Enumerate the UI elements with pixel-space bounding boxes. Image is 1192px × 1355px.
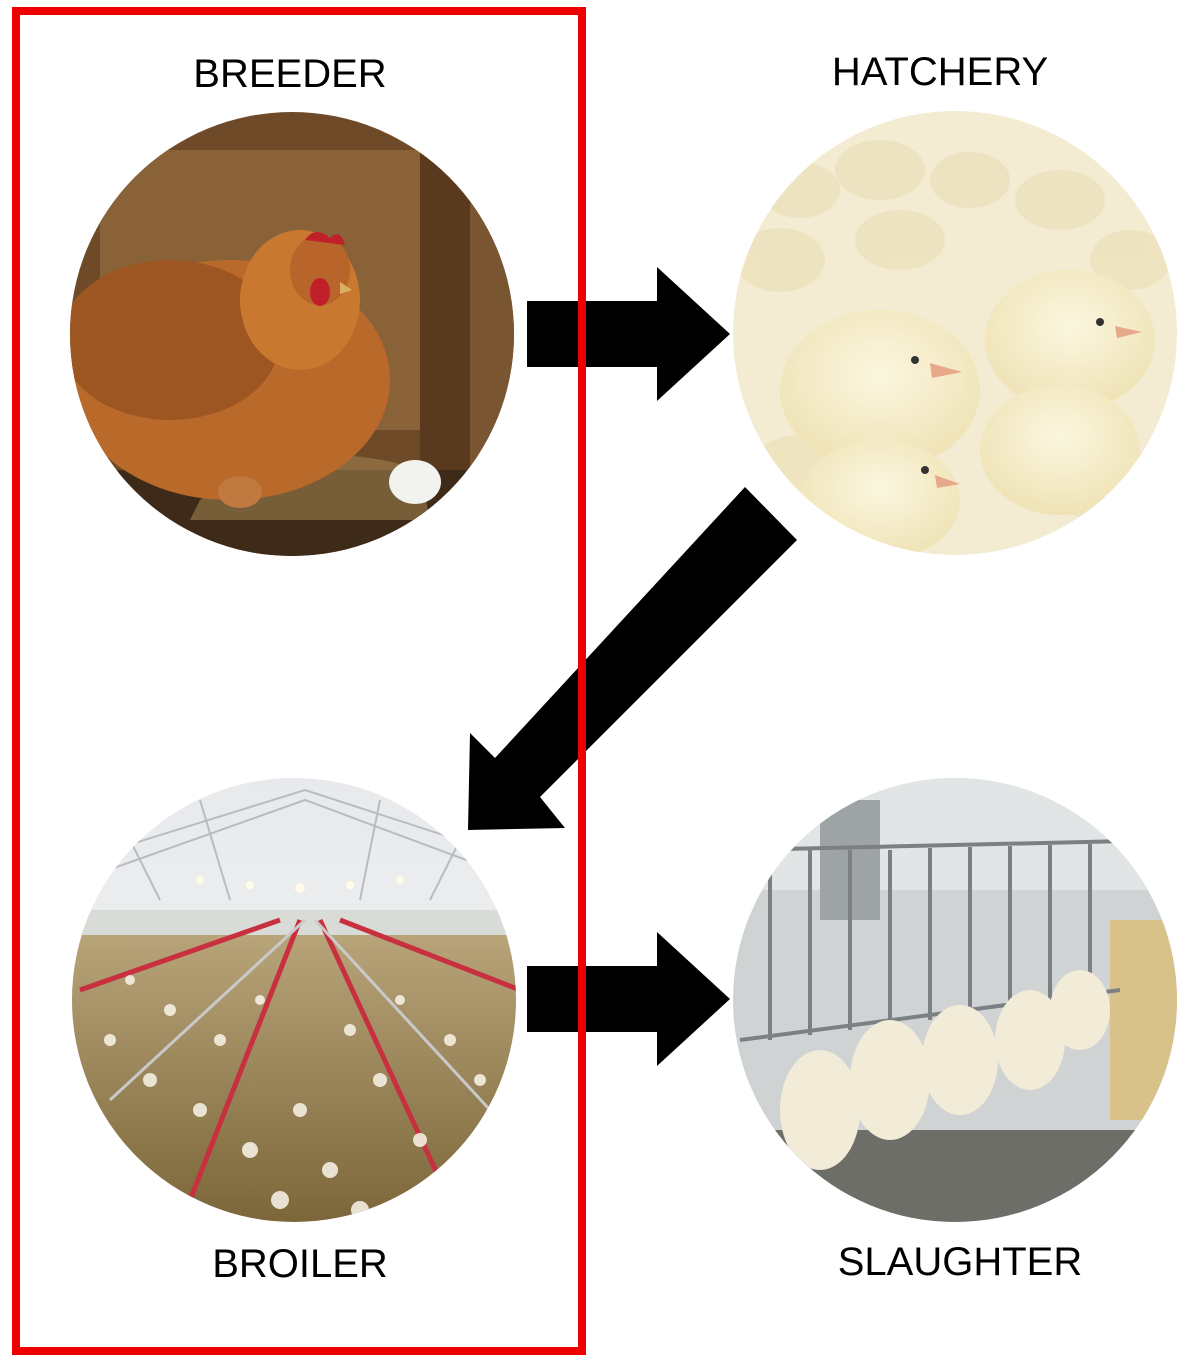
highlight-box: [12, 7, 586, 1355]
processing-line-photo: [730, 770, 1180, 1230]
chicks-photo: [720, 100, 1190, 570]
